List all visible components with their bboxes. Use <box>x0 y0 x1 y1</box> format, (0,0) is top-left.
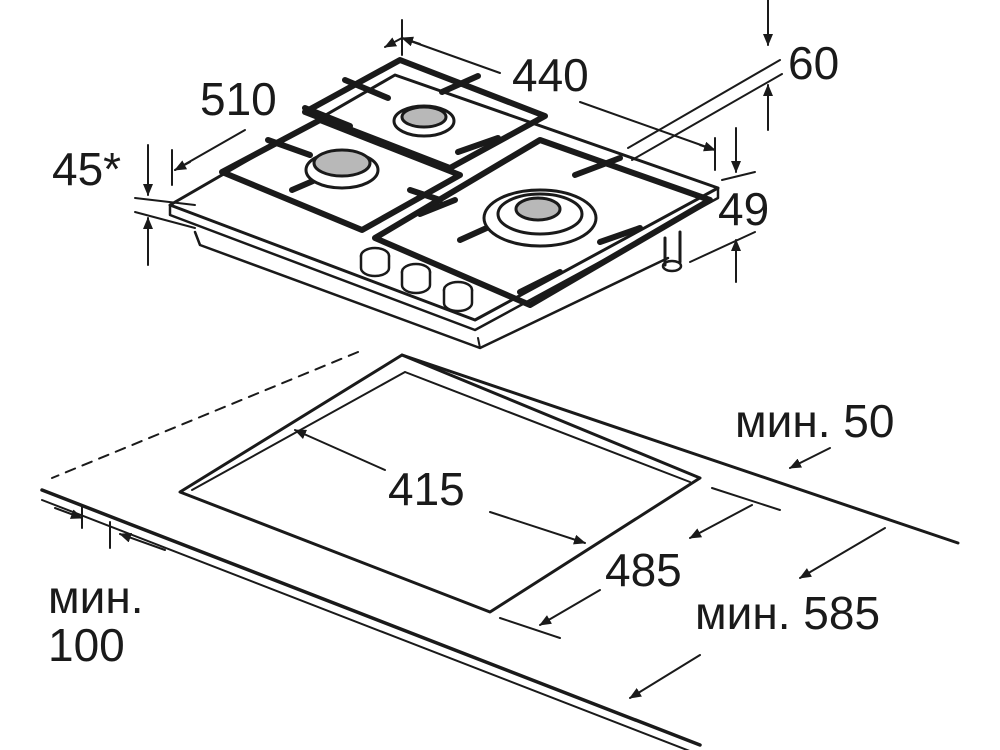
dimension-min-100-line1: мин. <box>48 571 144 623</box>
grate-right <box>372 137 713 308</box>
dimension-60: 60 <box>788 37 840 89</box>
dimension-lines <box>54 0 886 699</box>
countertop <box>40 351 960 750</box>
dimension-min-585: мин. 585 <box>695 587 881 639</box>
gas-hob <box>168 57 720 350</box>
grate-front-left <box>219 117 463 233</box>
dimension-415: 415 <box>388 463 465 515</box>
dimension-45: 45* <box>52 143 122 195</box>
dimension-485: 485 <box>605 544 682 596</box>
burners <box>304 104 598 248</box>
dimension-49: 49 <box>718 183 770 235</box>
dimension-min-50: мин. 50 <box>735 395 895 447</box>
dimension-510: 510 <box>200 73 277 125</box>
control-knobs <box>359 246 474 313</box>
dimension-440: 440 <box>512 49 589 101</box>
dimension-min-100-line2: 100 <box>48 619 125 671</box>
gas-connector <box>663 230 682 267</box>
